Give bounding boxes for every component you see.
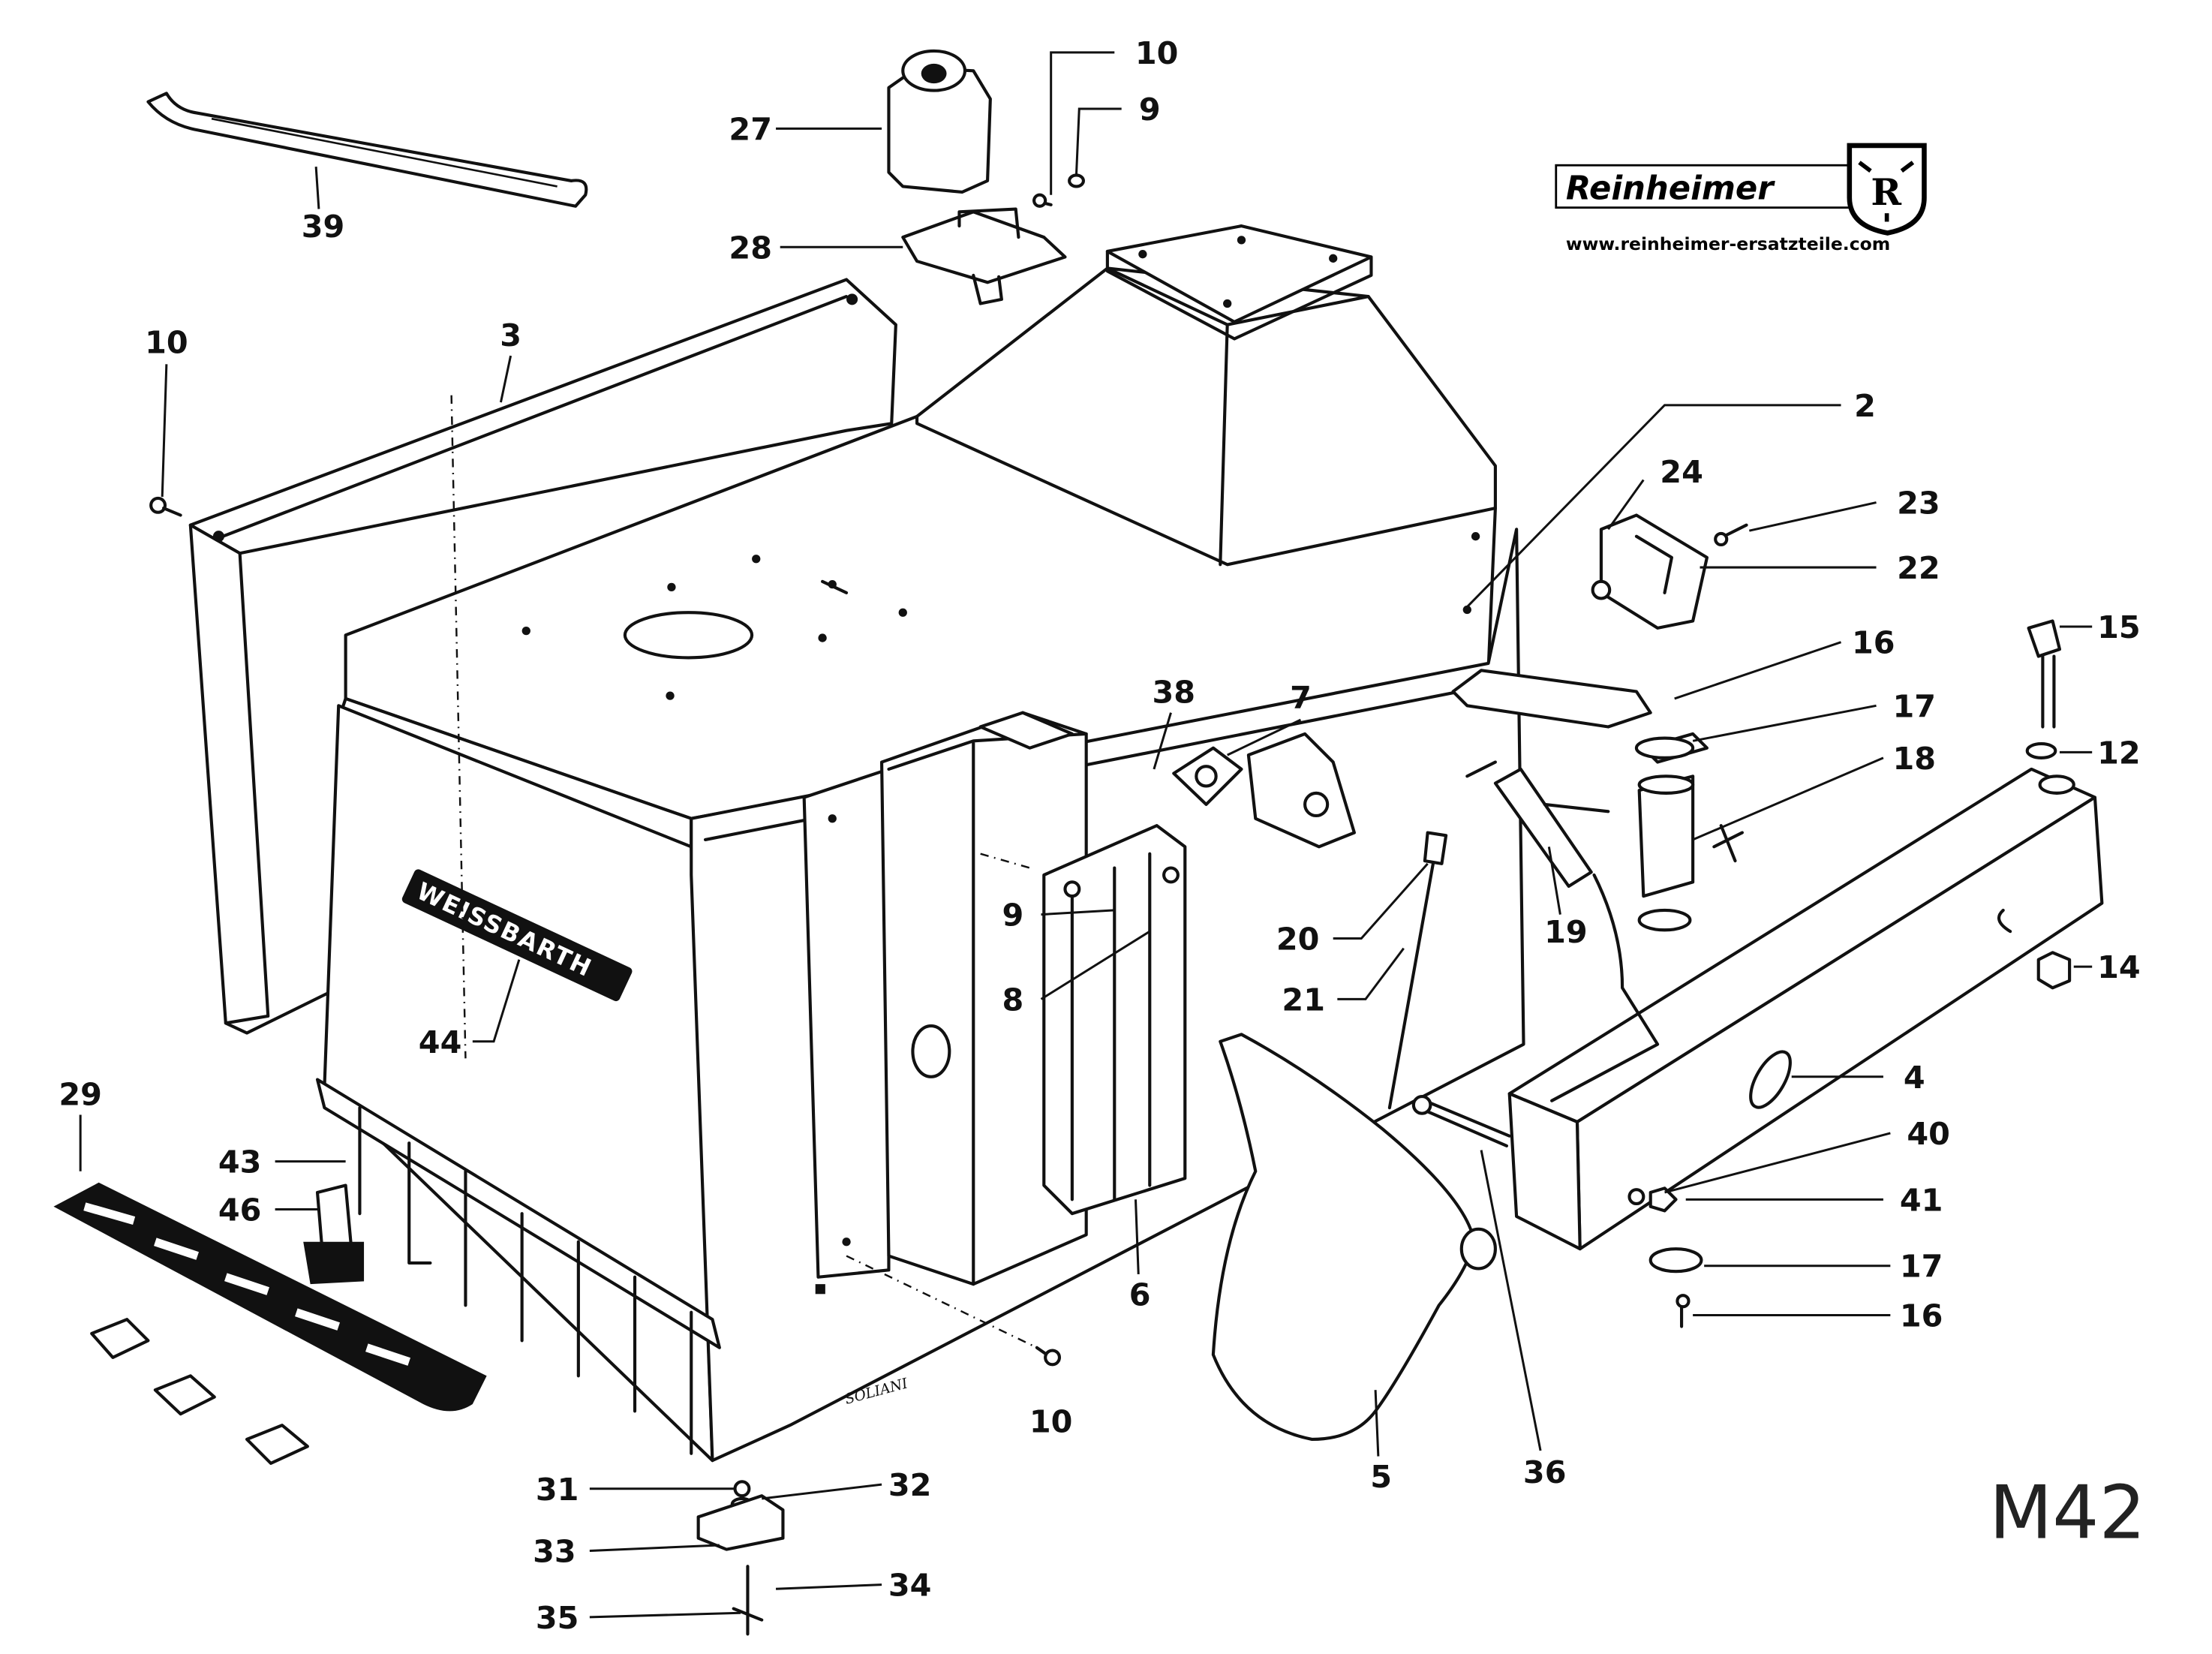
part-21-rod: [1387, 831, 1448, 1110]
label-part-16: 16: [1900, 1298, 1943, 1334]
part-3-side-frame: [188, 278, 897, 1035]
label-part-21: 21: [1282, 982, 1325, 1018]
label-part-17: 17: [1900, 1249, 1943, 1285]
emblem-letter: R: [1871, 170, 1901, 214]
parts-31-35-clamp: [696, 1480, 785, 1636]
label-part-9: 9: [1139, 92, 1161, 128]
label-part-12: 12: [2097, 735, 2141, 771]
hopper: [915, 224, 1497, 567]
part-39-handle-bar: [146, 92, 588, 208]
label-part-34: 34: [888, 1568, 932, 1604]
label-part-5: 5: [1370, 1459, 1392, 1495]
label-part-14: 14: [2097, 949, 2141, 985]
label-part-4: 4: [1904, 1060, 1925, 1096]
label-part-10: 10: [1029, 1404, 1073, 1440]
label-part-16: 16: [1852, 625, 1895, 661]
label-part-22: 22: [1897, 550, 1940, 586]
part-19-spring: [1465, 760, 1610, 889]
label-part-27: 27: [729, 111, 772, 147]
label-part-17: 17: [1893, 688, 1937, 724]
part-29-grate: [53, 1182, 487, 1465]
part-28-bracket: [901, 207, 1067, 305]
part-10-screw-bottom: [1035, 1346, 1062, 1367]
label-part-9: 9: [1002, 898, 1024, 934]
label-part-24: 24: [1660, 454, 1703, 490]
label-part-8: 8: [1002, 982, 1024, 1018]
label-part-18: 18: [1893, 741, 1937, 777]
label-part-10: 10: [1135, 35, 1179, 71]
label-part-33: 33: [533, 1534, 576, 1570]
label-part-41: 41: [1900, 1182, 1943, 1218]
label-part-38: 38: [1152, 675, 1195, 711]
label-part-15: 15: [2097, 609, 2141, 645]
label-part-6: 6: [1129, 1277, 1151, 1313]
label-part-10: 10: [145, 324, 188, 360]
leader-lines: [79, 51, 2093, 1619]
bottom-tray: [315, 1078, 721, 1455]
part-15-bolt: [2025, 619, 2072, 990]
label-part-31: 31: [536, 1472, 579, 1508]
label-part-46: 46: [218, 1192, 262, 1228]
brand-url: www.reinheimer-ersatzteile.com: [1566, 233, 1890, 254]
label-part-7: 7: [1290, 680, 1312, 716]
label-part-28: 28: [729, 230, 772, 266]
part-22-plate: [1591, 513, 1748, 630]
label-part-39: 39: [302, 209, 345, 245]
label-part-23: 23: [1897, 486, 1940, 522]
part-labels: 10 27 9 39 28 10 3 2 24 23 22 16 15 17 7…: [59, 35, 2140, 1636]
label-part-20: 20: [1276, 922, 1320, 958]
diagram-code: M42: [1989, 1471, 2146, 1556]
part-10-screw-left: [149, 496, 182, 517]
brand-name: Reinheimer: [1566, 170, 1775, 207]
lever-arm: [1451, 669, 1744, 932]
centre-line: [980, 853, 1030, 869]
label-part-36: 36: [1523, 1454, 1567, 1490]
label-part-2: 2: [1854, 388, 1876, 424]
part-36-bolt: [1411, 1095, 1511, 1147]
label-part-3: 3: [500, 317, 521, 353]
lower-fasteners: [1627, 1186, 1703, 1328]
front-panel: [802, 711, 1088, 1295]
label-part-40: 40: [1907, 1116, 1950, 1152]
label-part-32: 32: [888, 1467, 932, 1503]
part-10-9-screw-washer: [1032, 173, 1085, 208]
part-4-beam: [1507, 767, 2104, 1251]
reinheimer-logo: Reinheimer R www.reinheimer-ersatzteile.…: [1555, 143, 1927, 254]
centre-line: [450, 395, 467, 1059]
label-part-43: 43: [218, 1144, 262, 1180]
part-7-flange: [1172, 732, 1356, 849]
label-part-44: 44: [419, 1024, 462, 1060]
label-part-35: 35: [536, 1600, 579, 1636]
label-part-29: 29: [59, 1076, 102, 1112]
centre-line: [846, 1255, 1038, 1349]
part-6-guide: [1042, 824, 1187, 1216]
label-part-19: 19: [1544, 914, 1588, 950]
part-27-reservoir: [887, 49, 992, 194]
